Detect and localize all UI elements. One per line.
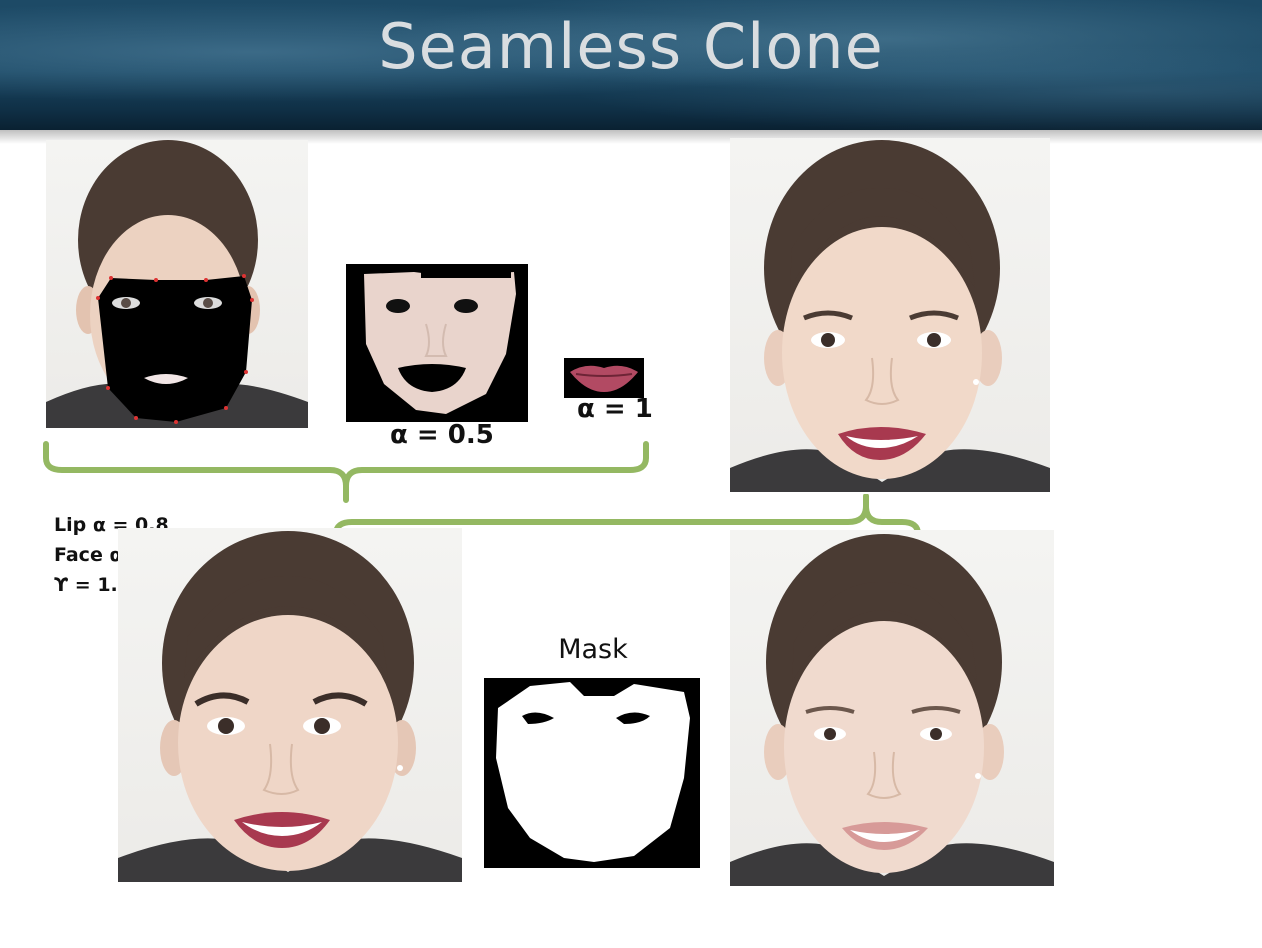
warped-face-image <box>346 264 528 422</box>
target-face-photo <box>730 138 1050 492</box>
gamma-param: ϒ = 1.5 <box>54 574 131 596</box>
mask-image <box>484 678 700 868</box>
bracket-top-group <box>43 441 649 503</box>
slide-header: Seamless Clone <box>0 0 1262 144</box>
lips-crop-image <box>564 358 644 398</box>
alpha-lip-label: α = 1 <box>577 394 653 424</box>
result-face-photo <box>118 528 462 882</box>
mask-label: Mask <box>558 634 628 665</box>
target-original-photo <box>730 530 1054 886</box>
slide-title: Seamless Clone <box>378 10 884 83</box>
source-face-masked-photo <box>46 140 308 428</box>
alpha-face-label: α = 0.5 <box>390 420 494 450</box>
